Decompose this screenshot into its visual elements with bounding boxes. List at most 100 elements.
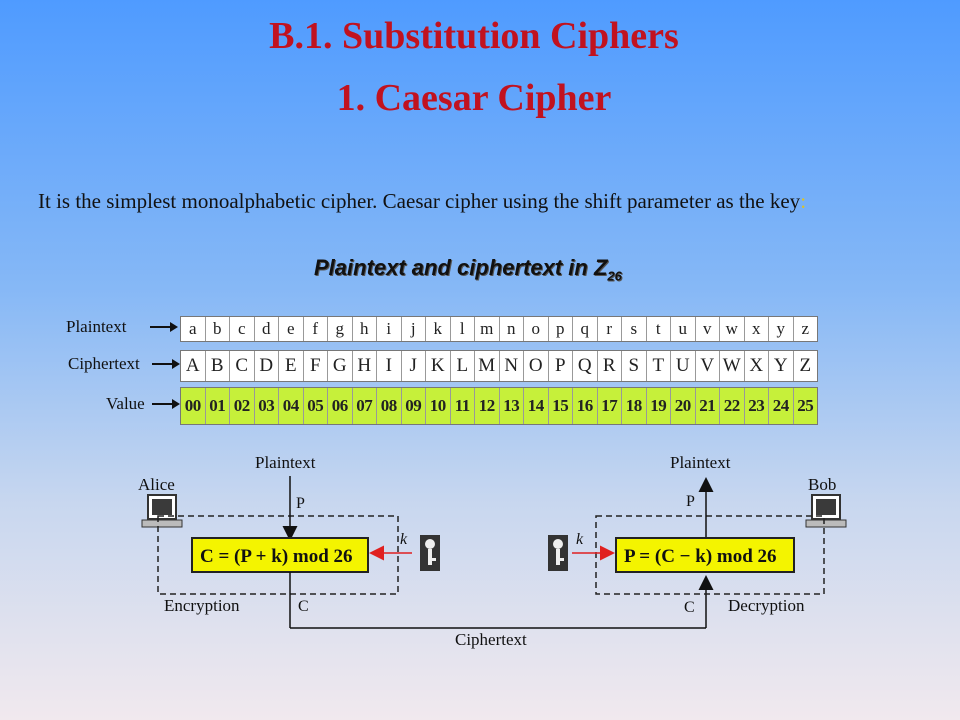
ciphertext-cell: E [279,351,304,381]
value-cell: 00 [181,388,206,424]
p-left-label: P [296,495,305,512]
ciphertext-cell: T [647,351,671,381]
plaintext-cell: k [426,317,451,341]
value-cell: 06 [328,388,353,424]
plaintext-cell: s [622,317,647,341]
row-label-plaintext: Plaintext [66,317,178,337]
ciphertext-cell: K [426,351,451,381]
value-cell: 15 [549,388,573,424]
value-cell: 05 [304,388,328,424]
ciphertext-cell: F [304,351,328,381]
key-right-icon [548,535,568,571]
plaintext-cell: h [353,317,377,341]
value-cell: 02 [230,388,255,424]
value-cell: 09 [402,388,426,424]
encryption-formula-box [191,537,369,573]
decryption-formula-box [615,537,795,573]
encryption-formula: C = (P + k) mod 26 [200,546,353,567]
plaintext-cell: a [181,317,206,341]
value-cell: 23 [745,388,769,424]
plaintext-left-label: Plaintext [255,453,316,472]
plaintext-cell: p [549,317,573,341]
plaintext-cell: b [206,317,230,341]
arrow-right-icon [152,359,180,369]
arrow-right-icon [150,322,178,332]
ciphertext-cell: N [500,351,524,381]
slide-title: B.1. Substitution Ciphers [269,15,679,57]
row-label-value-text: Value [106,394,145,413]
table-title-text: Plaintext and ciphertext in Z [314,255,608,280]
plaintext-cell: c [230,317,255,341]
plaintext-cell: j [402,317,426,341]
ciphertext-cell: Z [799,355,812,376]
table-title-subscript: 26 [607,268,622,284]
ciphertext-cell: S [622,351,647,381]
k-left-label: k [400,531,408,548]
arrow-right-icon [152,399,180,409]
key-left-icon [420,535,440,571]
plaintext-cell: i [377,317,402,341]
value-cell: 04 [279,388,304,424]
ciphertext-cell: A [181,351,206,381]
value-cell: 03 [255,388,279,424]
ciphertext-cell: O [524,351,549,381]
plaintext-cell: w [720,317,745,341]
ciphertext-cell: R [598,351,622,381]
encryption-label: Encryption [164,596,240,615]
value-cell: 01 [206,388,230,424]
k-right-label: k [576,531,584,548]
value-cell: 12 [475,388,500,424]
slide-subtitle: 1. Caesar Cipher [336,77,612,119]
ciphertext-cell: W [720,351,745,381]
intro-paragraph: It is the simplest monoalphabetic cipher… [38,186,918,216]
value-cell: 22 [720,388,745,424]
ciphertext-cell: U [671,351,696,381]
plaintext-cell: f [304,317,328,341]
value-cell: 21 [696,388,720,424]
ciphertext-cell: L [451,351,475,381]
c-left-label: C [298,598,309,615]
value-cell: 10 [426,388,451,424]
plaintext-cell: e [279,317,304,341]
intro-text: It is the simplest monoalphabetic cipher… [38,189,801,213]
plaintext-cell: q [573,317,598,341]
ciphertext-cell: Y [769,351,794,381]
ciphertext-cell: J [402,351,426,381]
decryption-formula: P = (C − k) mod 26 [624,546,777,567]
ciphertext-cell: I [377,351,402,381]
plaintext-cell: z [801,319,810,338]
alice-label: Alice [138,475,175,494]
plaintext-cell: u [671,317,696,341]
ciphertext-label: Ciphertext [455,630,527,649]
bob-label: Bob [808,475,836,494]
plaintext-cell: t [647,317,671,341]
plaintext-cell: o [524,317,549,341]
value-cell: 16 [573,388,598,424]
value-cell: 11 [451,388,475,424]
value-cell: 19 [647,388,671,424]
p-right-label: P [686,493,695,510]
ciphertext-cell: H [353,351,377,381]
ciphertext-cell: C [230,351,255,381]
ciphertext-cell: Q [573,351,598,381]
plaintext-cell: l [451,317,475,341]
plaintext-cell: v [696,317,720,341]
value-cell: 25 [797,396,814,415]
ciphertext-cell: B [206,351,230,381]
encryption-box [157,515,399,595]
plaintext-cell: g [328,317,353,341]
plaintext-cell: d [255,317,279,341]
plaintext-cell: y [769,317,794,341]
value-cell: 18 [622,388,647,424]
decryption-box [595,515,825,595]
row-label-plaintext-text: Plaintext [66,317,127,336]
value-cell: 07 [353,388,377,424]
ciphertext-cell: D [255,351,279,381]
value-cell: 13 [500,388,524,424]
ciphertext-cell: G [328,351,353,381]
plaintext-right-label: Plaintext [670,453,731,472]
value-cell: 17 [598,388,622,424]
